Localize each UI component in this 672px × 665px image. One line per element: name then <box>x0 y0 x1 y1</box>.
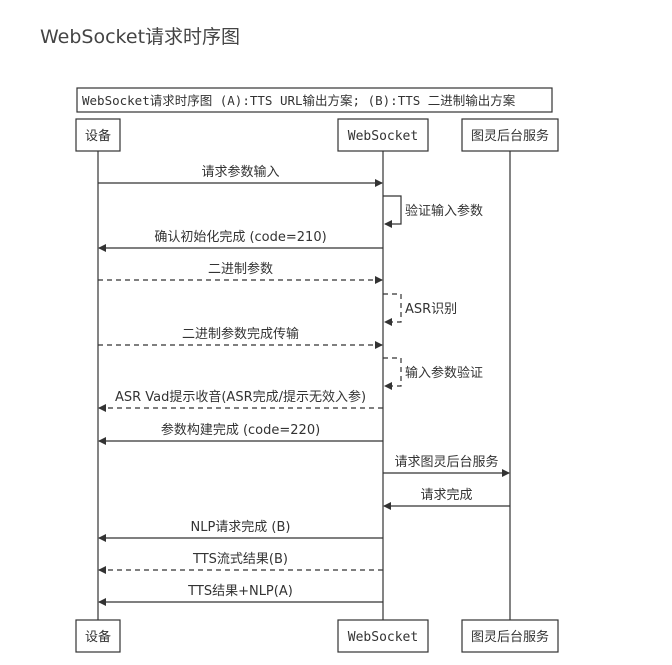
message-label: 参数构建完成 (code=220) <box>161 422 320 438</box>
message-label: 请求图灵后台服务 <box>394 454 498 470</box>
participant-box-bottom-ws <box>337 619 429 653</box>
message-label: NLP请求完成 (B) <box>190 520 290 535</box>
message-label: TTS结果+NLP(A) <box>187 584 293 599</box>
participant-label-bottom-device: 设备 <box>85 629 111 645</box>
participant-box-top-ws <box>337 118 429 152</box>
participant-label-bottom-ws: WebSocket <box>348 630 418 645</box>
participant-label-top-backend: 图灵后台服务 <box>471 128 549 144</box>
message-label: 二进制参数 <box>208 261 273 277</box>
participant-box-bottom-device <box>75 619 121 653</box>
self-message-label: 输入参数验证 <box>405 365 483 381</box>
self-message-arrow <box>383 195 402 228</box>
participant-label-bottom-backend: 图灵后台服务 <box>471 629 549 645</box>
frame-title: WebSocket请求时序图 (A):TTS URL输出方案; (B):TTS … <box>82 93 516 108</box>
self-message-label: 验证输入参数 <box>405 203 483 219</box>
message-label: TTS流式结果(B) <box>192 552 288 567</box>
message-label: 请求完成 <box>420 488 472 503</box>
self-message-arrow <box>383 293 402 326</box>
self-message-label: ASR识别 <box>405 302 457 317</box>
message-label: 请求参数输入 <box>201 164 279 180</box>
participant-box-bottom-backend <box>461 619 559 653</box>
message-label: 二进制参数完成传输 <box>182 326 299 342</box>
message-label: ASR Vad提示收音(ASR完成/提示无效入参) <box>115 389 366 405</box>
participant-label-top-device: 设备 <box>85 128 111 144</box>
self-message-arrow <box>383 357 402 390</box>
participant-label-top-ws: WebSocket <box>348 129 418 144</box>
message-label: 确认初始化完成 (code=210) <box>154 230 326 245</box>
participant-box-top-backend <box>461 118 559 152</box>
page-title: WebSocket请求时序图 <box>40 26 241 48</box>
frame-title-box <box>76 87 553 113</box>
participant-box-top-device <box>75 118 121 152</box>
